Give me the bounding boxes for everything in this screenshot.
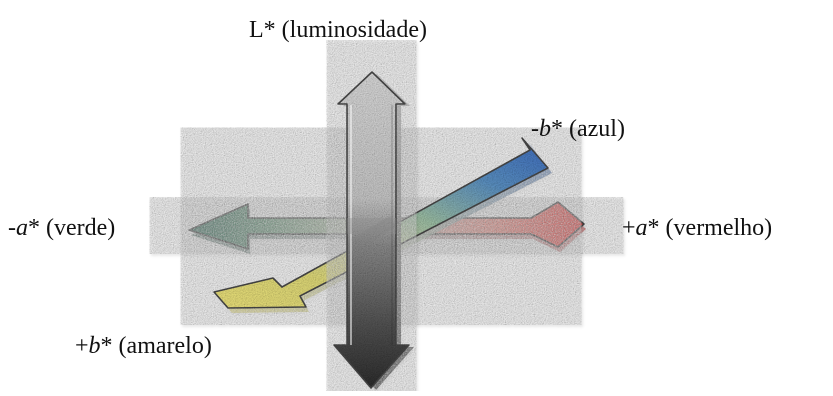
plus-b-axis-label: +b* (amarelo) bbox=[75, 334, 212, 358]
l-axis-label: L* (luminosidade) bbox=[249, 18, 427, 42]
plus-a-axis-label: +a* (vermelho) bbox=[622, 216, 772, 240]
minus-b-symbol: b bbox=[539, 116, 551, 142]
minus-a-suffix: * (verde) bbox=[28, 215, 116, 241]
l-axis-label-text: L* (luminosidade) bbox=[249, 17, 427, 43]
minus-a-prefix: - bbox=[8, 215, 16, 241]
minus-a-axis-label: -a* (verde) bbox=[8, 216, 115, 240]
minus-b-axis-label: -b* (azul) bbox=[531, 117, 625, 141]
axis-intersection bbox=[347, 216, 396, 250]
b-axis-arrow bbox=[213, 137, 552, 313]
minus-a-symbol: a bbox=[16, 215, 28, 241]
minus-b-prefix: - bbox=[531, 116, 539, 142]
plus-a-symbol: a bbox=[635, 215, 648, 241]
l-axis-arrow bbox=[333, 71, 414, 390]
plus-b-symbol: b bbox=[88, 333, 101, 359]
minus-b-suffix: * (azul) bbox=[551, 116, 625, 142]
plus-a-suffix: * (vermelho) bbox=[647, 215, 773, 241]
plus-b-suffix: * (amarelo) bbox=[100, 333, 212, 359]
plus-a-prefix: + bbox=[622, 215, 636, 241]
plus-b-prefix: + bbox=[75, 333, 89, 359]
